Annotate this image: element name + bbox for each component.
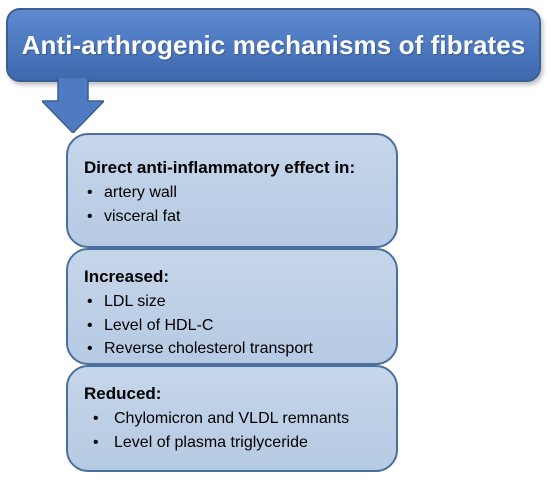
list-item: visceral fat: [84, 205, 382, 229]
card-heading: Direct anti-inflammatory effect in:: [84, 158, 356, 177]
card-heading: Increased:: [84, 267, 170, 286]
mechanism-card-increased: Increased: LDL size Level of HDL-C Rever…: [66, 248, 398, 365]
diagram-title: Anti-arthrogenic mechanisms of fibrates: [21, 29, 526, 60]
card-heading: Reduced:: [84, 384, 162, 403]
list-item: LDL size: [84, 290, 382, 314]
list-item: Level of plasma triglyceride: [84, 431, 382, 455]
down-arrow-icon: [42, 77, 104, 133]
bullet-list: LDL size Level of HDL-C Reverse choleste…: [84, 290, 382, 361]
list-item: Reverse cholesterol transport: [84, 337, 382, 361]
mechanism-card-anti-inflammatory: Direct anti-inflammatory effect in: arte…: [66, 133, 398, 248]
list-item: Chylomicron and VLDL remnants: [84, 407, 382, 431]
title-box: Anti-arthrogenic mechanisms of fibrates: [6, 8, 541, 82]
bullet-list: Chylomicron and VLDL remnants Level of p…: [84, 407, 382, 454]
bullet-list: artery wall visceral fat: [84, 181, 382, 228]
list-item: artery wall: [84, 181, 382, 205]
mechanism-card-reduced: Reduced: Chylomicron and VLDL remnants L…: [66, 365, 398, 472]
list-item: Level of HDL-C: [84, 314, 382, 338]
